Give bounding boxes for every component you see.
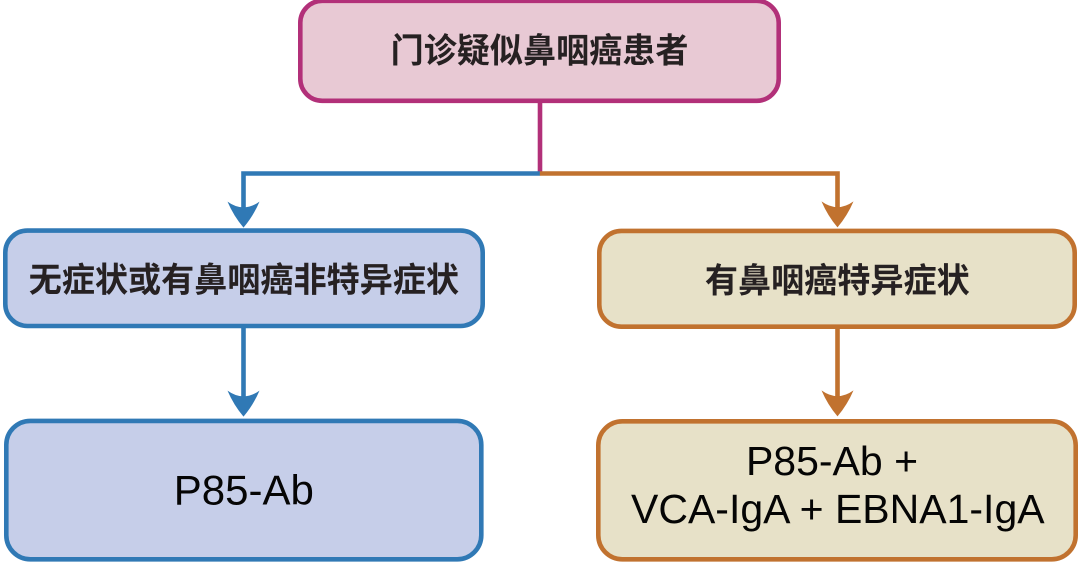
svg-text:P85-Ab +: P85-Ab + [746,438,918,484]
svg-text:P85-Ab: P85-Ab [174,467,314,514]
svg-text:VCA-IgA + EBNA1-IgA: VCA-IgA + EBNA1-IgA [631,486,1045,532]
